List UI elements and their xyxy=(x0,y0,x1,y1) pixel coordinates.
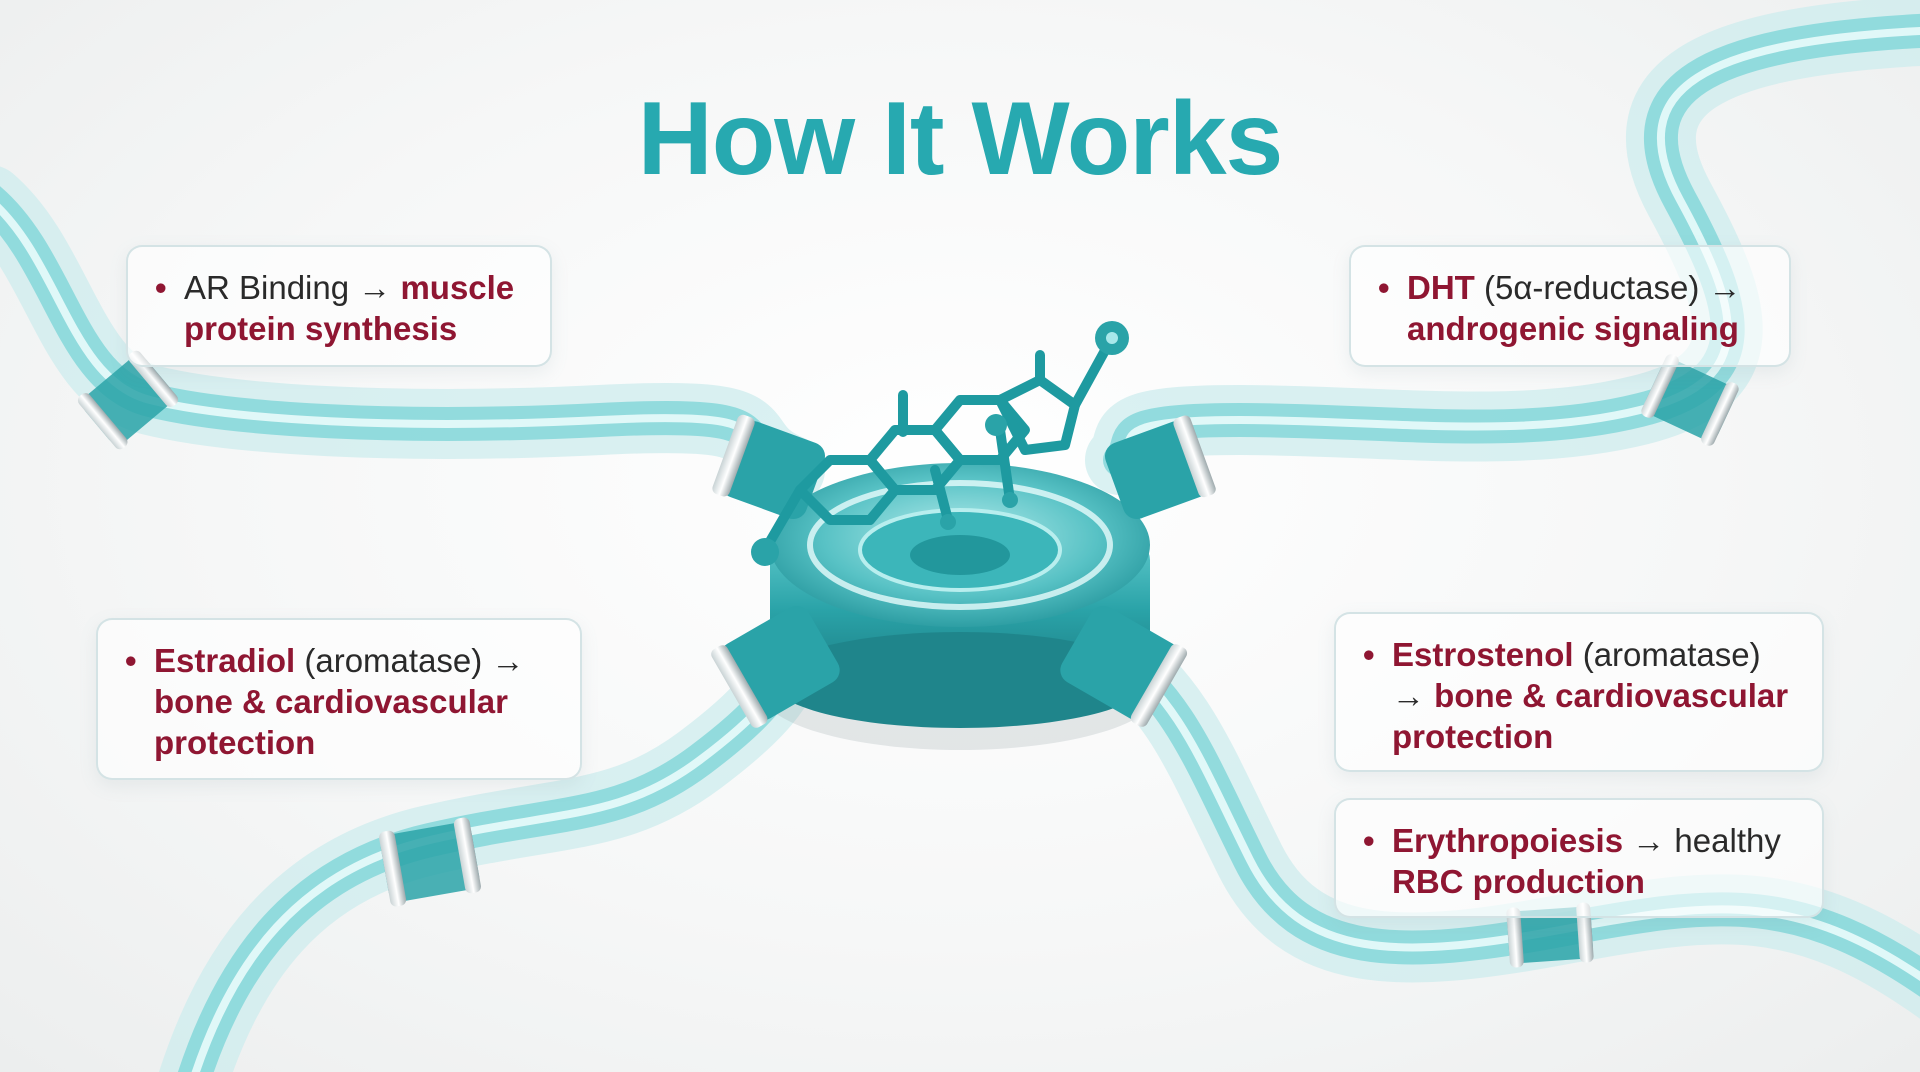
pathway-card-ar-binding: • AR Binding → muscle protein synthesis xyxy=(126,245,552,367)
card-highlight: bone & cardiovascular protection xyxy=(1392,677,1789,755)
bullet-icon: • xyxy=(1363,822,1375,859)
arrow-icon: → xyxy=(1392,677,1425,714)
arrow-icon: → xyxy=(491,642,525,679)
card-text: (aromatase) xyxy=(1573,636,1761,673)
pathway-card-estradiol: • Estradiol (aromatase) → bone & cardiova… xyxy=(96,618,582,780)
bullet-icon: • xyxy=(155,269,167,306)
bullet-icon: • xyxy=(1363,636,1375,673)
bullet-icon: • xyxy=(1378,269,1390,306)
card-text: (5α-reductase) xyxy=(1474,269,1709,306)
card-text: (aromatase) xyxy=(295,642,492,679)
card-highlight: androgenic signaling xyxy=(1407,310,1739,347)
pathway-card-dht: • DHT (5α-reductase) → androgenic signali… xyxy=(1349,245,1791,367)
card-highlight: muscle protein synthesis xyxy=(184,269,515,347)
arrow-icon: → xyxy=(358,269,392,306)
card-term: Estradiol xyxy=(154,642,296,679)
molecule-atoms xyxy=(751,321,1129,566)
page-title: How It Works xyxy=(637,81,1284,197)
central-hub xyxy=(711,414,1216,750)
tube-connectors xyxy=(77,350,1739,968)
pathway-card-estrostenol: • Estrostenol (aromatase) → bone & cardio… xyxy=(1334,612,1824,772)
arrow-icon: → xyxy=(1708,269,1742,306)
card-text: healthy xyxy=(1674,822,1781,859)
card-text xyxy=(1623,822,1632,859)
card-highlight: RBC production xyxy=(1392,863,1645,900)
card-highlight: bone & cardiovascular protection xyxy=(154,683,508,761)
bullet-icon: • xyxy=(125,642,137,679)
card-term: Erythropoiesis xyxy=(1392,822,1624,859)
card-term: DHT xyxy=(1407,269,1475,306)
card-term: Estrostenol xyxy=(1392,636,1574,673)
card-text: AR Binding xyxy=(184,269,359,306)
arrow-icon: → xyxy=(1632,822,1666,859)
pathway-card-erythropoiesis: • Erythropoiesis → healthy RBC production xyxy=(1334,798,1824,918)
